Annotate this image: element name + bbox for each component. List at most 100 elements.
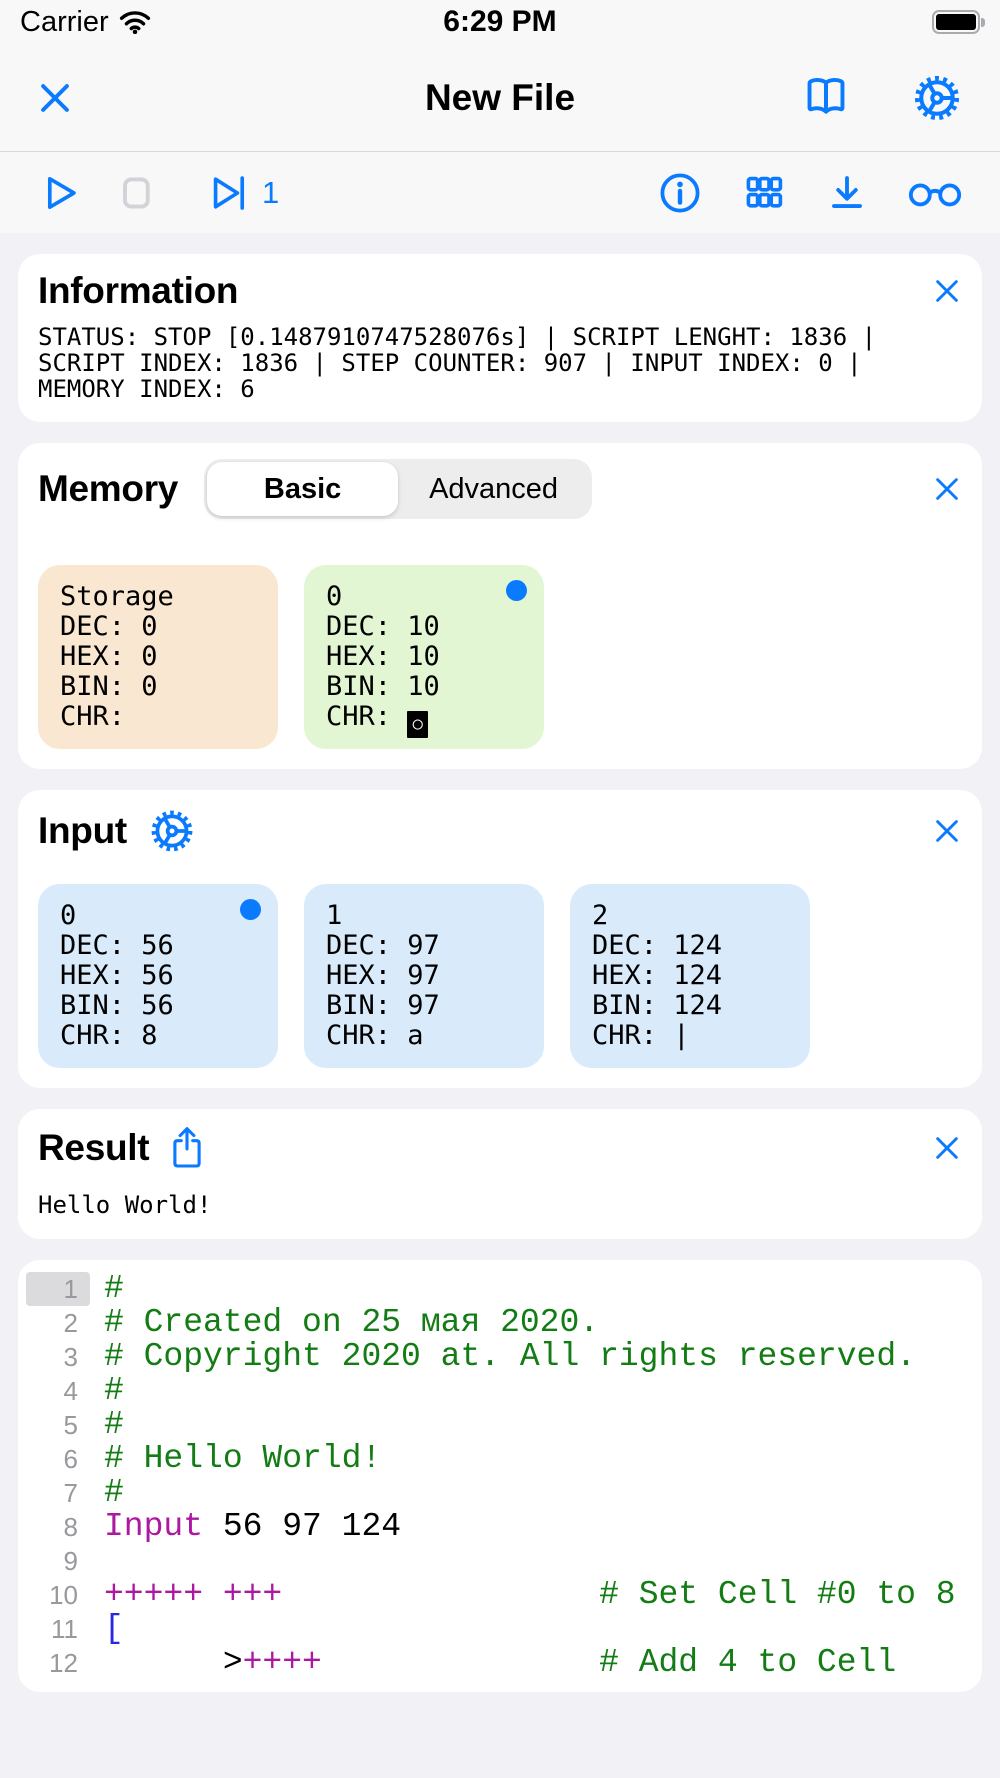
cell-label: 1	[326, 900, 343, 931]
cell-label: 2	[592, 900, 609, 931]
memory-title: Memory	[38, 468, 179, 509]
close-icon	[936, 1137, 958, 1159]
code-editor[interactable]: 1#2# Created on 25 мая 2020.3# Copyright…	[18, 1260, 982, 1692]
result-card: Result Hello World!	[18, 1109, 982, 1239]
information-card: Information STATUS: STOP [0.148791074752…	[18, 254, 982, 422]
memory-close-button[interactable]	[932, 474, 962, 504]
download-icon	[832, 175, 862, 208]
line-number: 5	[63, 1410, 78, 1440]
result-output-text: Hello World!	[38, 1191, 212, 1219]
code-text: #	[104, 1372, 124, 1409]
close-icon	[936, 280, 958, 302]
code-text: [	[104, 1610, 124, 1647]
code-text: #	[104, 1270, 124, 1307]
cell-bin-row: BIN: 0	[60, 671, 158, 702]
code-lines: 1#2# Created on 25 мая 2020.3# Copyright…	[26, 1272, 968, 1680]
code-line-4[interactable]: 4#	[26, 1374, 968, 1408]
navigation-bar: New File	[0, 44, 1000, 152]
toggle-memory-button[interactable]	[740, 169, 788, 217]
share-icon	[173, 1127, 201, 1168]
line-number: 12	[49, 1648, 78, 1678]
cell-hex-row: HEX: 97	[326, 960, 440, 991]
line-number: 6	[63, 1444, 78, 1474]
interpreter-status-text: STATUS: STOP [0.1487910747528076s] | SCR…	[38, 323, 877, 403]
code-line-6[interactable]: 6 # Hello World!	[26, 1442, 968, 1476]
info-icon	[660, 172, 700, 213]
wifi-icon	[119, 10, 151, 34]
book-icon	[807, 77, 845, 114]
toggle-information-button[interactable]	[656, 169, 704, 217]
step-forward-button[interactable]	[206, 170, 252, 216]
close-icon	[936, 478, 958, 500]
code-line-1[interactable]: 1#	[26, 1272, 968, 1306]
cell-hex-row: HEX: 56	[60, 960, 174, 991]
cell-hex-row: HEX: 0	[60, 641, 158, 672]
segment-basic[interactable]: Basic	[207, 462, 399, 516]
cell-label: 0	[326, 581, 343, 612]
top-chrome: Carrier 6:29 PM New File	[0, 0, 1000, 233]
run-toolbar: 1	[0, 152, 1000, 233]
line-number: 11	[51, 1614, 78, 1644]
input-settings-button[interactable]	[147, 806, 197, 856]
cell-chr-row: CHR: |	[592, 1020, 690, 1051]
cell-dec-row: DEC: 124	[592, 930, 723, 961]
settings-button[interactable]	[910, 71, 964, 125]
code-text: Input 56 97 124	[104, 1508, 402, 1545]
code-text: #	[104, 1474, 124, 1511]
cell-dec-row: DEC: 56	[60, 930, 174, 961]
code-line-10[interactable]: 10+++++ +++ # Set Cell #0 to 8	[26, 1578, 968, 1612]
line-number: 8	[63, 1512, 78, 1542]
toggle-result-button[interactable]	[906, 175, 964, 211]
step-forward-icon	[213, 175, 245, 210]
line-number: 10	[49, 1580, 78, 1610]
stop-button[interactable]	[114, 171, 158, 215]
cell-chr-row: CHR: 8	[60, 1020, 158, 1051]
active-pointer-dot	[240, 899, 261, 920]
share-result-button[interactable]	[169, 1125, 205, 1171]
code-line-12[interactable]: 12 >++++ # Add 4 to Cell	[26, 1646, 968, 1680]
cell-dec-row: DEC: 97	[326, 930, 440, 961]
line-number: 2	[63, 1308, 78, 1338]
information-close-button[interactable]	[932, 276, 962, 306]
cell-hex-row: HEX: 10	[326, 641, 440, 672]
code-text: # Copyright 2020 at. All rights reserved…	[104, 1338, 916, 1375]
status-bar: Carrier 6:29 PM	[0, 0, 1000, 44]
code-text: #	[104, 1406, 124, 1443]
gear-icon	[151, 810, 193, 852]
cell-hex-row: HEX: 124	[592, 960, 723, 991]
cell-label: Storage	[60, 581, 174, 612]
cell-dec-row: DEC: 0	[60, 611, 158, 642]
code-line-8[interactable]: 8 Input 56 97 124	[26, 1510, 968, 1544]
code-line-5[interactable]: 5#	[26, 1408, 968, 1442]
carrier-label: Carrier	[20, 5, 109, 38]
play-icon	[47, 176, 76, 209]
code-line-7[interactable]: 7#	[26, 1476, 968, 1510]
run-button[interactable]	[36, 170, 82, 216]
code-line-2[interactable]: 2# Created on 25 мая 2020.	[26, 1306, 968, 1340]
line-number: 4	[63, 1376, 78, 1406]
toggle-input-button[interactable]	[824, 170, 870, 216]
documentation-button[interactable]	[800, 72, 852, 124]
segment-advanced[interactable]: Advanced	[429, 472, 559, 505]
active-pointer-dot	[506, 580, 527, 601]
gear-icon	[914, 75, 960, 120]
code-line-9[interactable]: 9	[26, 1544, 968, 1578]
code-line-11[interactable]: 11 [	[26, 1612, 968, 1646]
cell-chr-row: CHR:	[60, 701, 126, 732]
input-close-button[interactable]	[932, 816, 962, 846]
code-text: # Hello World!	[104, 1440, 382, 1477]
cell-label: 0	[60, 900, 77, 931]
close-file-button[interactable]	[36, 79, 74, 117]
cell-bin-row: BIN: 124	[592, 990, 723, 1021]
result-close-button[interactable]	[932, 1133, 962, 1163]
grid-icon	[746, 176, 783, 208]
cell-bin-row: BIN: 10	[326, 671, 440, 702]
code-line-3[interactable]: 3# Copyright 2020 at. All rights reserve…	[26, 1340, 968, 1374]
information-title: Information	[38, 270, 239, 311]
line-number: 9	[63, 1546, 78, 1576]
